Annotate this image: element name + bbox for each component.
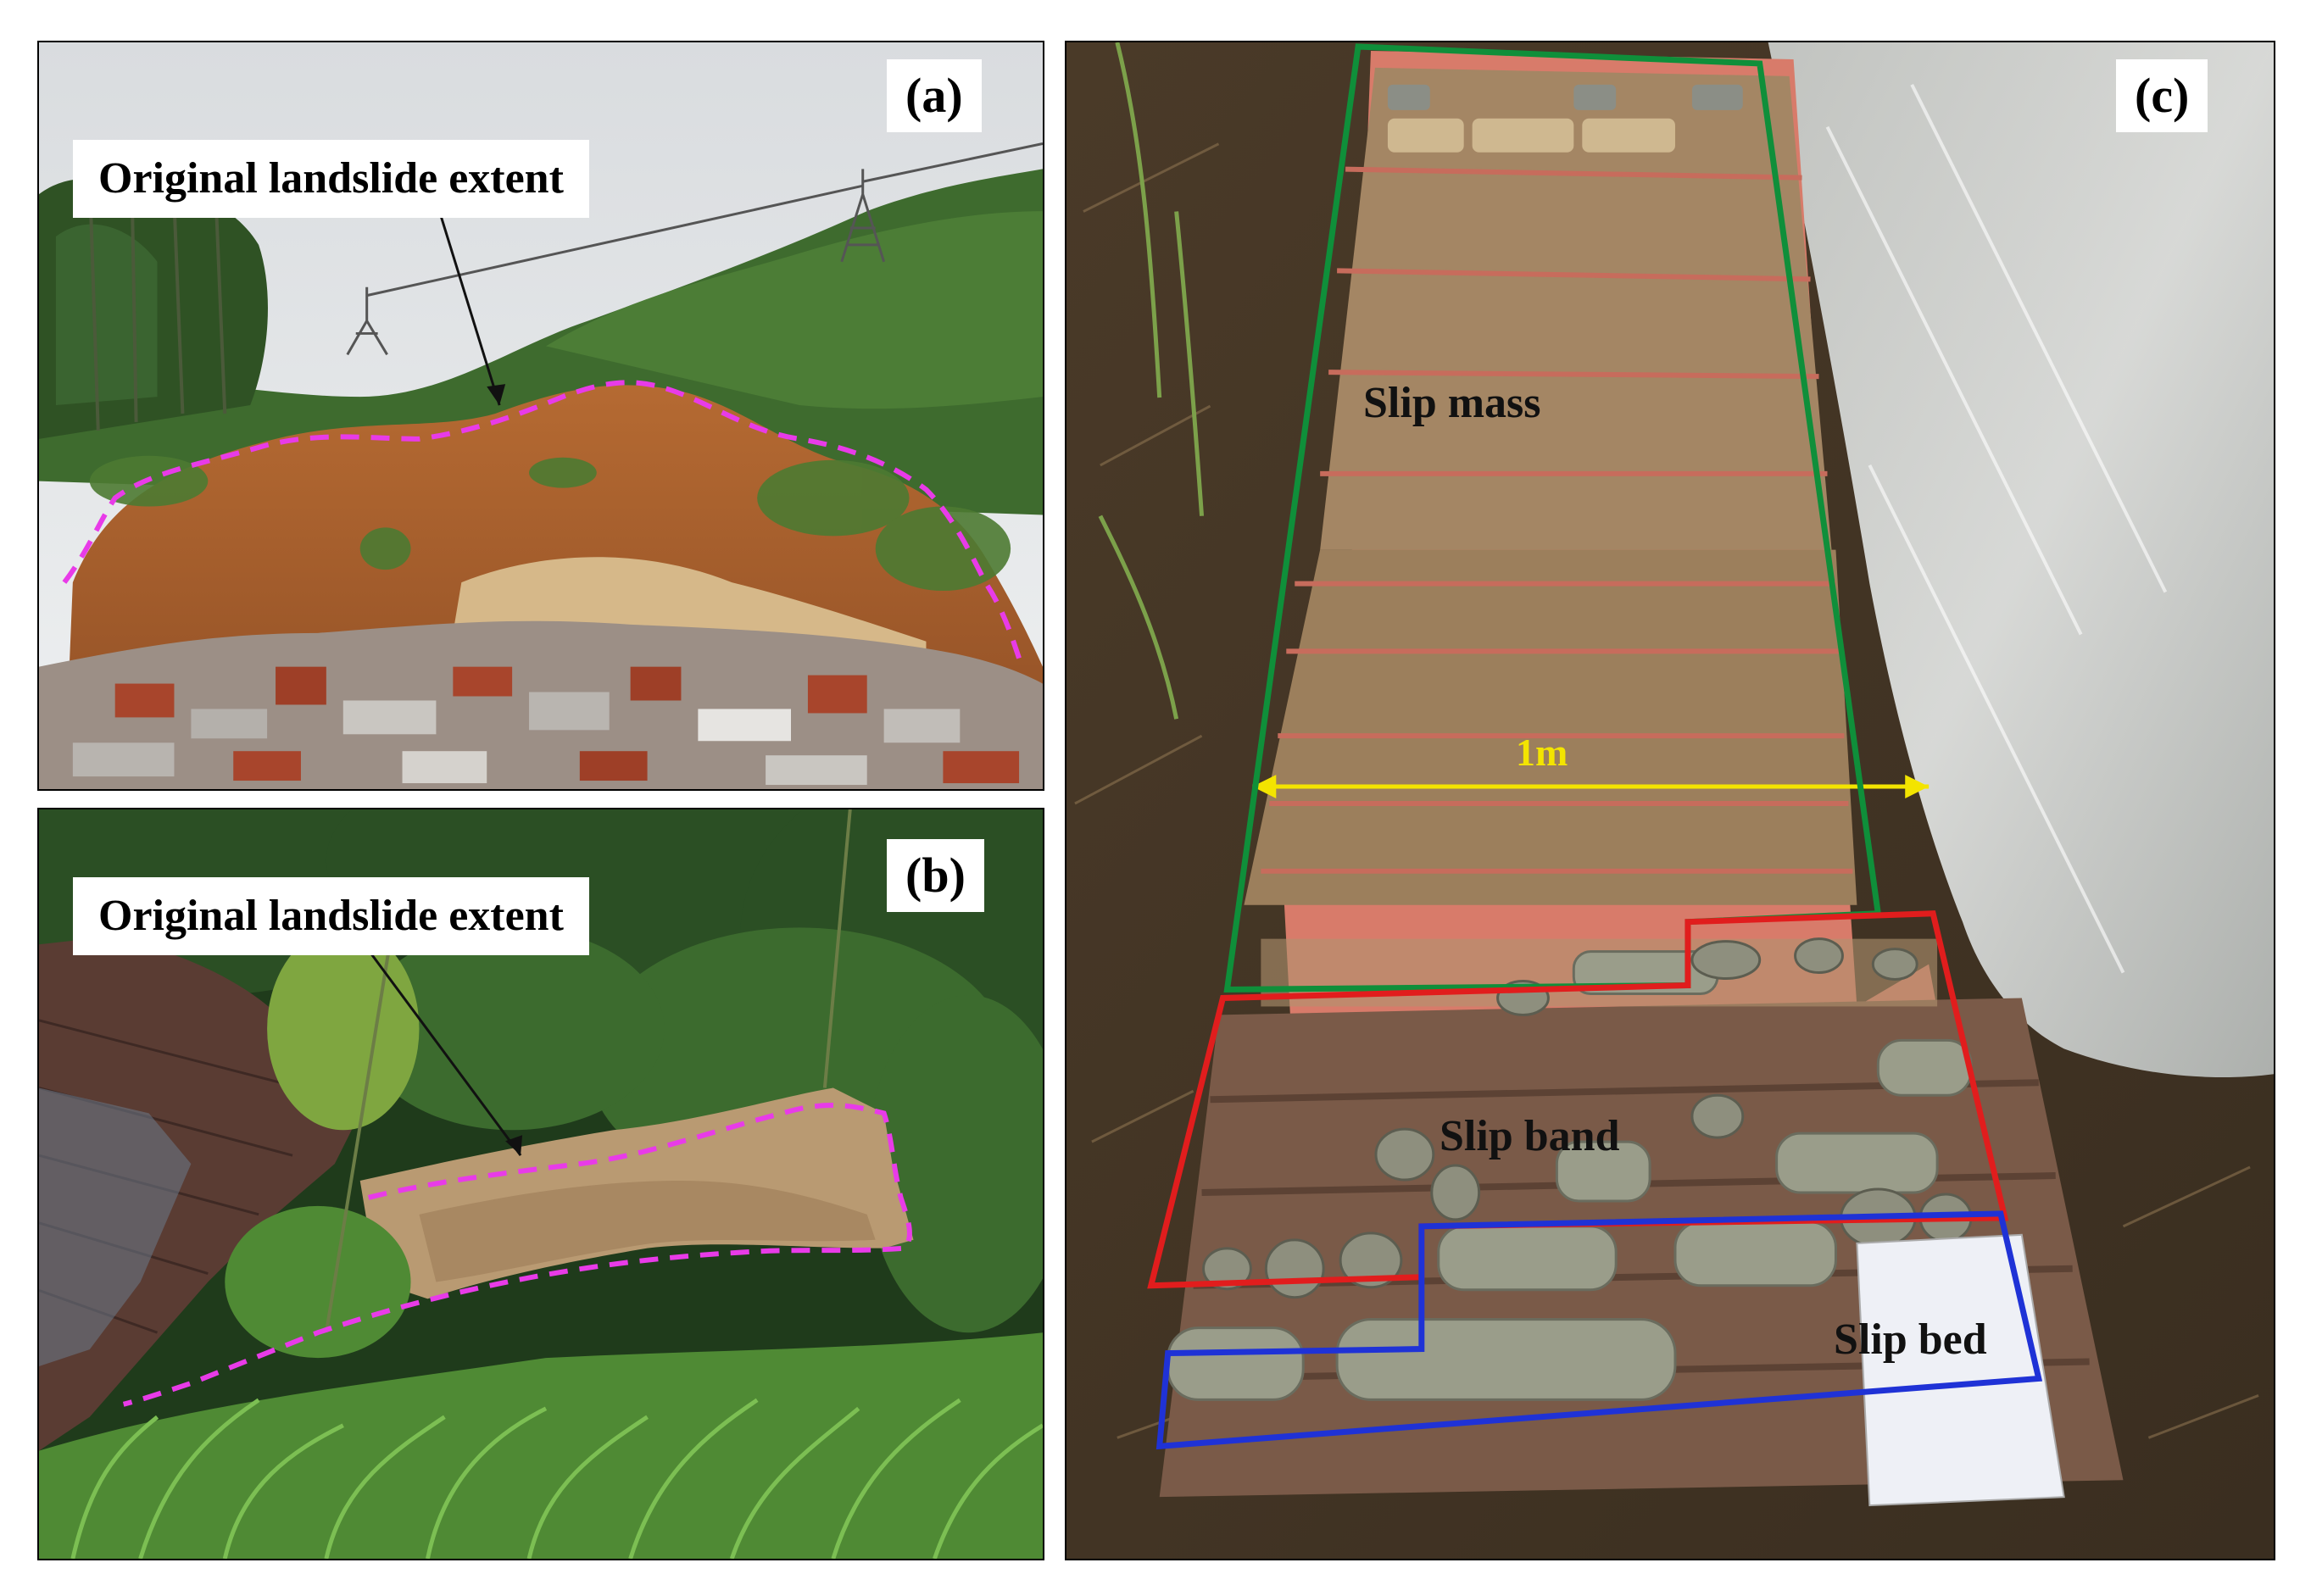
callout-original-landslide-extent-a: Original landslide extent (73, 140, 589, 218)
label-slip-mass: Slip mass (1363, 379, 1541, 427)
panel-c-photo (1066, 42, 2274, 1559)
label-slip-bed: Slip bed (1834, 1315, 1987, 1364)
panel-a: Original landslide extent (a) (37, 41, 1044, 791)
panel-label-a: (a) (887, 59, 982, 132)
label-slip-band: Slip band (1440, 1112, 1620, 1160)
panel-label-b: (b) (887, 839, 984, 912)
panel-label-c: (c) (2116, 59, 2208, 132)
callout-original-landslide-extent-b: Original landslide extent (73, 877, 589, 955)
panel-b: Original landslide extent (b) (37, 808, 1044, 1560)
panel-c: Slip mass 1m Slip band Slip bed (c) (1065, 41, 2275, 1560)
label-scale-1m: 1m (1516, 731, 1568, 774)
